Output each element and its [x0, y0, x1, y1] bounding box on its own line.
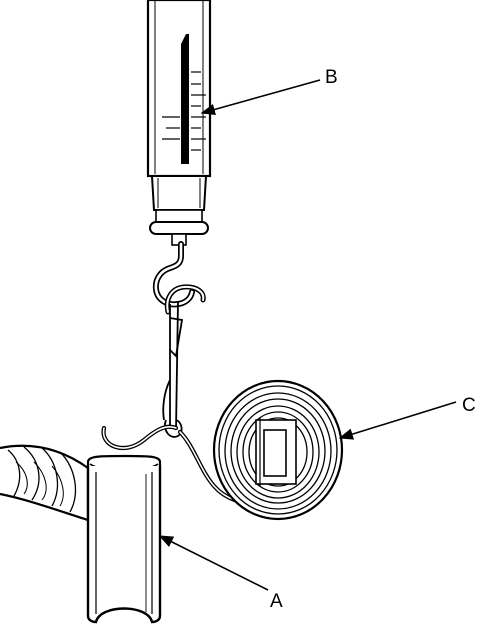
tube: [86, 454, 162, 624]
label-a: A: [270, 591, 283, 612]
scale-hook: [152, 241, 195, 308]
callout-b: B: [200, 67, 338, 116]
label-c: C: [462, 395, 476, 416]
callout-a: A: [158, 535, 283, 612]
hose-section: [0, 444, 90, 522]
spring-scale: [146, 0, 212, 246]
callout-c: C: [338, 395, 476, 440]
label-b: B: [325, 67, 338, 88]
coil-spring: [212, 379, 344, 521]
scale-graduations: [162, 71, 206, 151]
s-clip: [162, 284, 206, 438]
